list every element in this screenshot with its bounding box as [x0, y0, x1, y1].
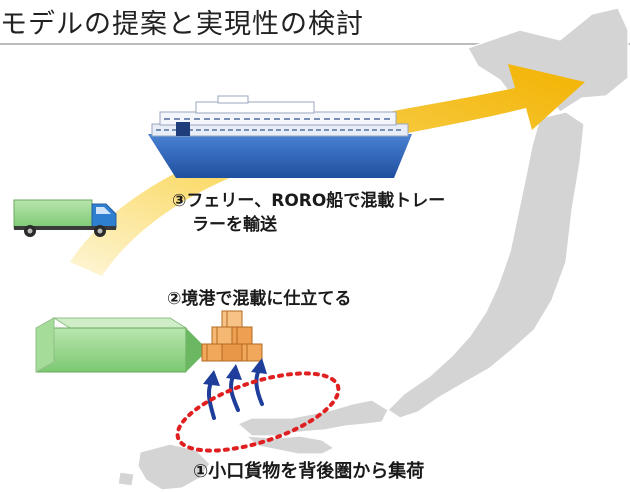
crate-stack-icon — [201, 310, 263, 362]
cargo-container-icon — [35, 317, 208, 373]
collection-area-icon — [175, 371, 341, 453]
ferry-ship-icon — [148, 95, 412, 178]
step3-label: ③フェリー、RORO船で混載トレー ラーを輸送 — [172, 189, 445, 237]
route-arrow-icon — [70, 64, 585, 276]
page-title: モデルの提案と実現性の検討 — [0, 9, 364, 40]
japan-map-icon — [117, 7, 629, 491]
step3-label-line2: ラーを輸送 — [192, 215, 277, 235]
title-divider — [0, 43, 630, 45]
step3-label-line1: ③フェリー、RORO船で混載トレー — [172, 191, 446, 211]
truck-icon — [13, 199, 117, 237]
step2-label: ②境港で混載に仕立てる — [167, 289, 352, 309]
step1-label: ①小口貨物を背後圏から集荷 — [193, 461, 425, 482]
